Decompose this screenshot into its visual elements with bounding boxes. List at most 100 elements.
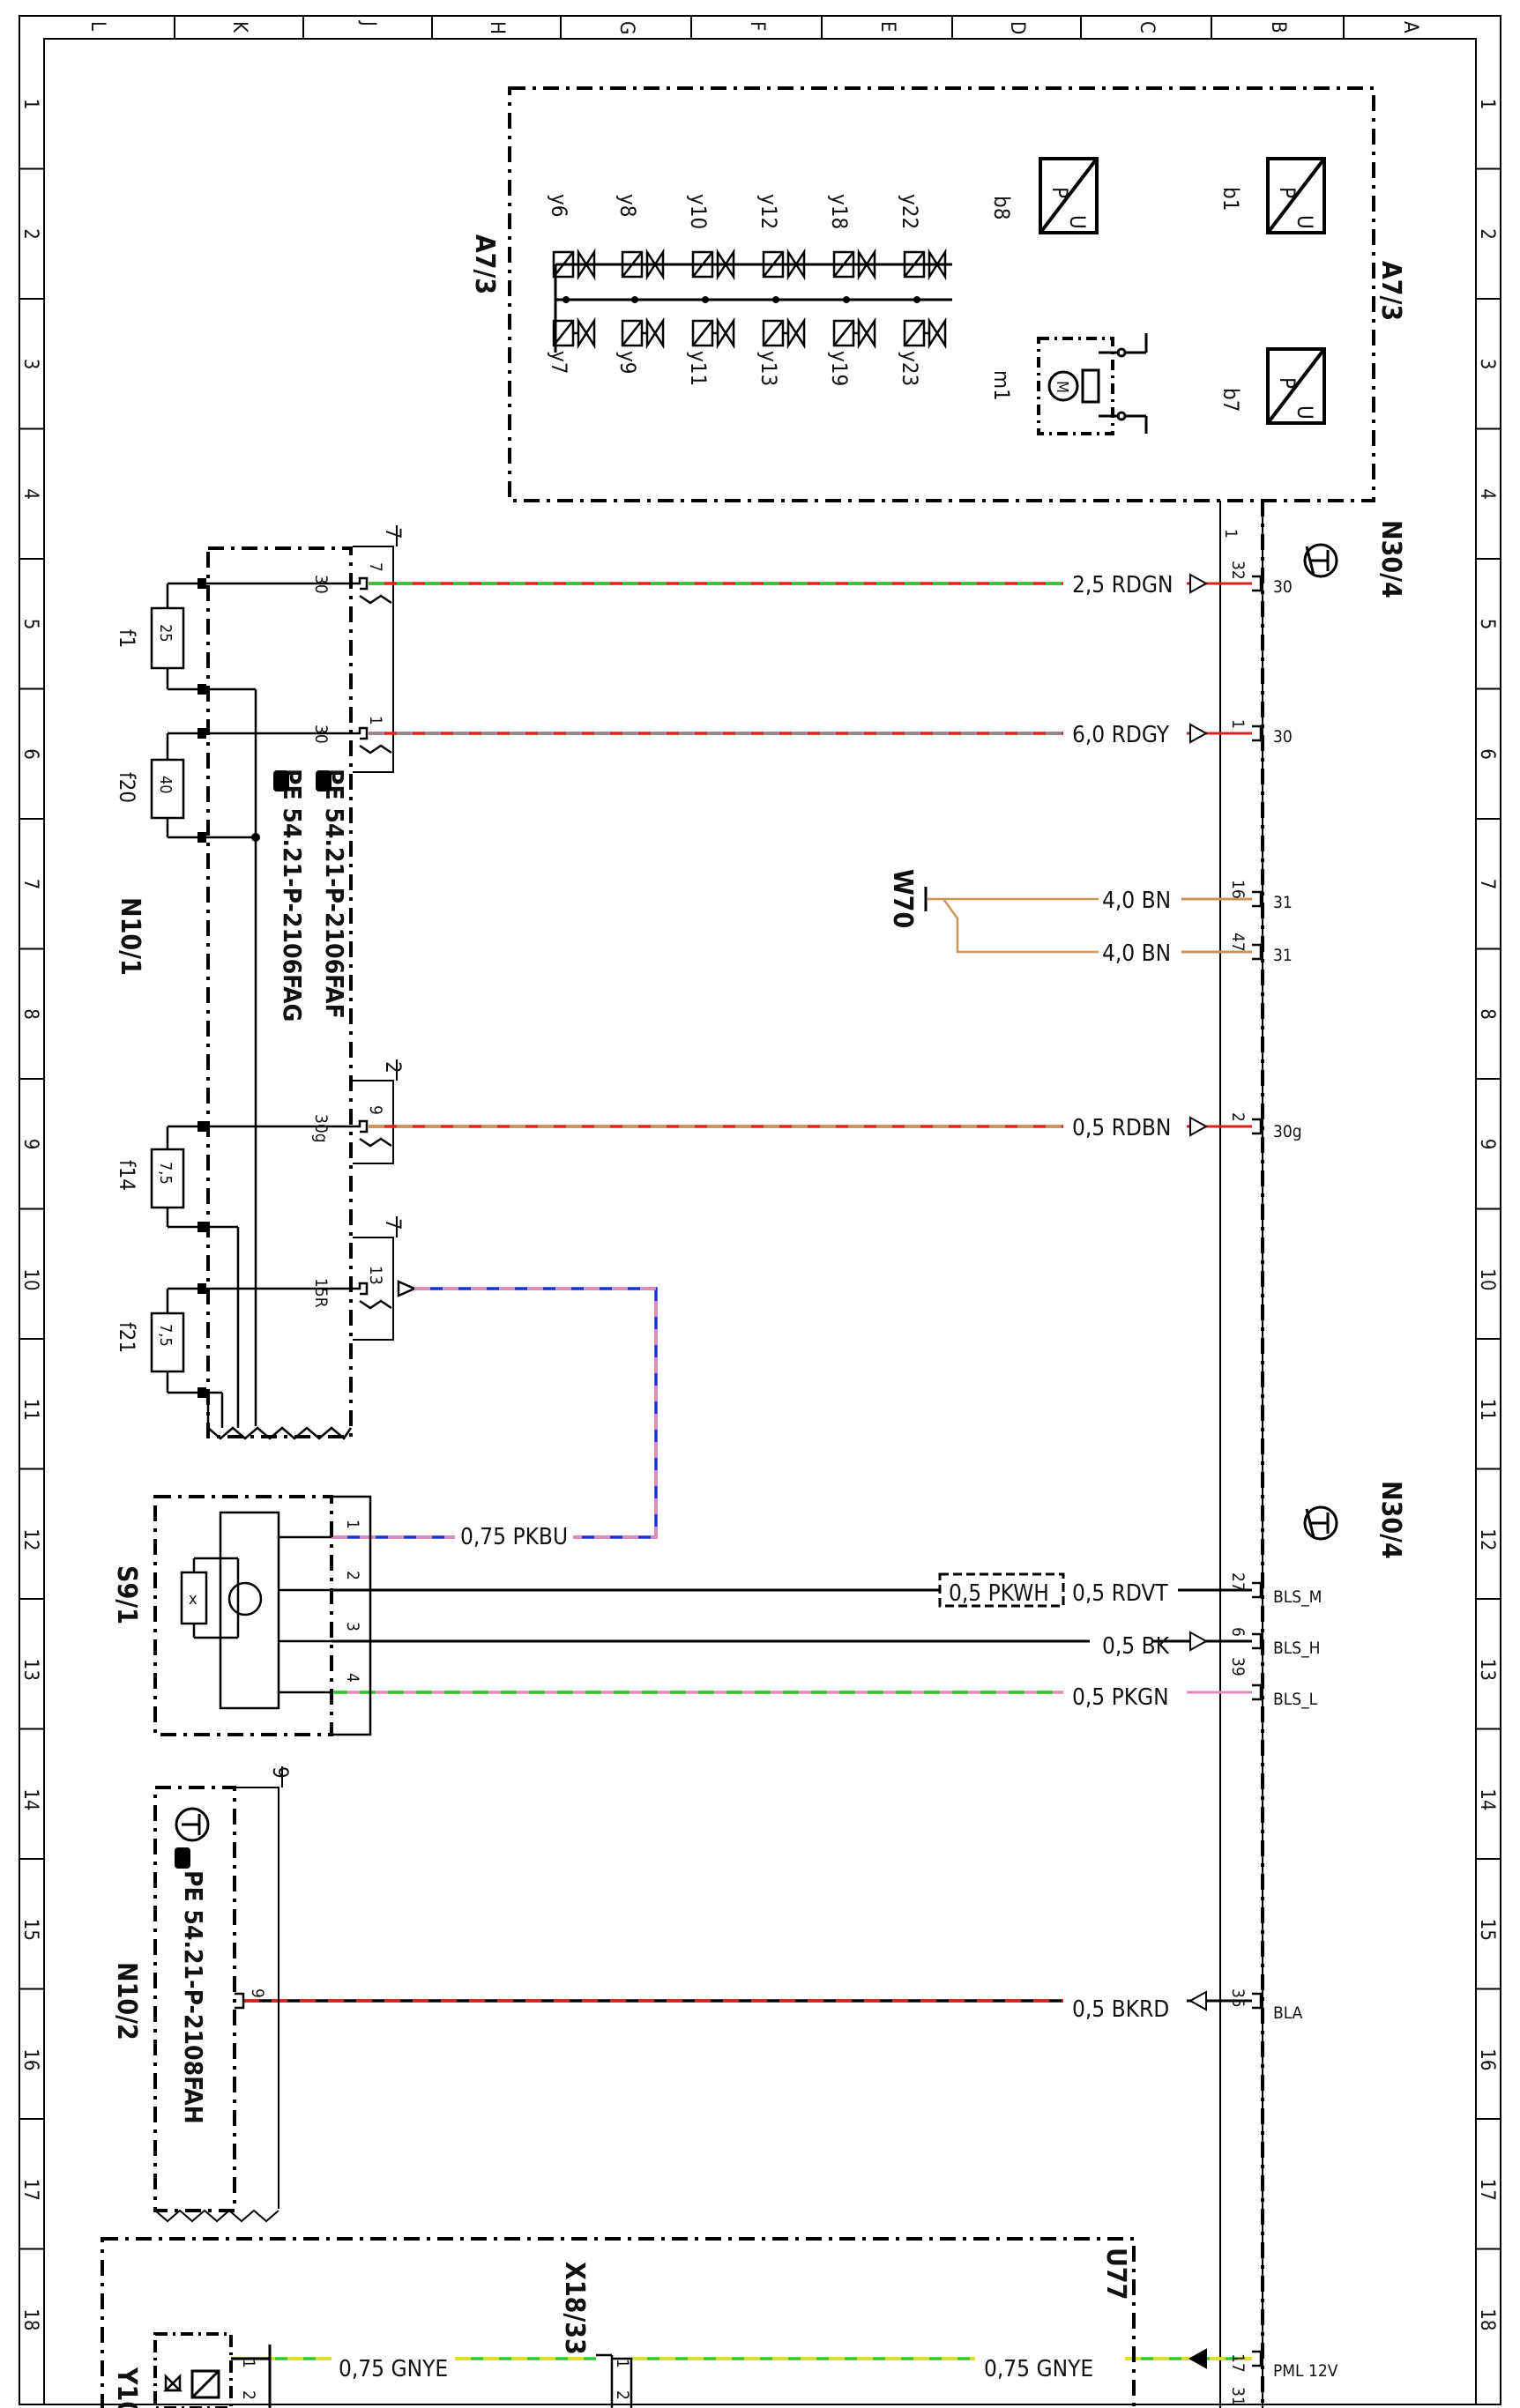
valve-top-3 <box>762 248 806 281</box>
s9-1-boundary <box>153 1495 333 1736</box>
sensor-b7-u: U <box>1293 405 1317 420</box>
valve-body <box>716 248 735 281</box>
pin-1: 1 <box>1228 719 1248 729</box>
valve-top-4 <box>832 248 876 281</box>
a7-3-label-left: A7/3 <box>469 234 500 294</box>
arrow-rdgy <box>1189 723 1209 744</box>
crimp-rdgy <box>1252 725 1263 742</box>
valve-body <box>928 248 947 281</box>
w70-ground <box>928 897 1099 954</box>
term-pml-12v: PML 12V <box>1273 2361 1338 2381</box>
grid-label-right: 13 <box>1476 1659 1498 1681</box>
n10-1-terminal-3: 30g <box>311 1114 331 1143</box>
sensor-b1-u: U <box>1293 215 1317 229</box>
n10-1-boundary <box>206 546 353 1438</box>
grid-label-left: 12 <box>19 1528 41 1550</box>
fuse-f14-label: f14 <box>115 1160 139 1191</box>
valve-top-5 <box>903 248 947 281</box>
term-bla: BLA <box>1273 2003 1303 2023</box>
n10-1-terminal-4: 15R <box>311 1278 331 1308</box>
n10-1-connector-code-3: 7 <box>381 1218 406 1230</box>
valve-body <box>928 316 947 350</box>
valve-node <box>772 296 779 303</box>
valve-coil-diag <box>692 251 713 278</box>
grid-label-left: 17 <box>19 2179 41 2201</box>
inner-frame <box>43 38 1477 2405</box>
grid-label-right: 14 <box>1476 1788 1498 1810</box>
grid-label-right: 5 <box>1476 619 1498 630</box>
valve-body <box>577 248 596 281</box>
sensor-b8-p: P <box>1047 187 1072 198</box>
pin-32: 32 <box>1228 561 1248 580</box>
y10-pin-2: 2 <box>239 2390 258 2400</box>
n30-4-bus <box>1219 501 1264 2408</box>
pin-39: 39 <box>1228 1657 1248 1676</box>
term-bls-h: BLS_H <box>1273 1639 1321 1658</box>
valve-label-bottom: y13 <box>756 351 781 386</box>
grid-label-left: 2 <box>19 228 41 240</box>
wire-label-bn-2: 4,0 BN <box>1102 940 1171 967</box>
grid-label-top: J <box>357 19 379 26</box>
grid-label-top: E <box>876 21 898 33</box>
sensor-b7 <box>1266 347 1326 425</box>
valve-body <box>786 248 806 281</box>
grid-label-right: 8 <box>1476 1008 1498 1020</box>
valve-coil-diag <box>553 251 574 278</box>
grid-label-top: B <box>1267 21 1289 33</box>
fuse-f1-label: f1 <box>115 629 139 648</box>
sensor-b1 <box>1266 157 1326 234</box>
term-31-b: 31 <box>1273 946 1293 965</box>
term-31-a: 31 <box>1273 893 1293 912</box>
n30-4-label-top: N30/4 <box>1375 520 1406 598</box>
n30-4-label-mid: N30/4 <box>1375 1481 1406 1559</box>
pin-27: 27 <box>1228 1572 1248 1592</box>
sensor-b7-label: b7 <box>1218 388 1243 412</box>
arrow-rdbn <box>1189 1116 1209 1137</box>
pin-47: 47 <box>1228 933 1248 952</box>
wire-label-bn-1: 4,0 BN <box>1102 888 1171 914</box>
crimp-bkrd <box>1252 1992 1263 2010</box>
grid-label-top: L <box>86 21 108 31</box>
crimp-bn-1 <box>1252 890 1263 908</box>
grid-label-top: H <box>486 21 508 34</box>
pin-16: 16 <box>1228 880 1248 899</box>
pe-hand-icon-2 <box>273 770 289 792</box>
wire-label-rdgn: 2,5 RDGN <box>1072 572 1174 598</box>
valve-body <box>645 248 665 281</box>
n10-2-sensor-symbol <box>175 1807 210 1842</box>
crimp-rdbn <box>1252 1118 1263 1135</box>
x18-33-pin-1: 1 <box>613 2359 632 2368</box>
valve-coil-diag <box>692 320 713 346</box>
term-30g: 30g <box>1273 1122 1302 1141</box>
grid-label-right: 10 <box>1476 1268 1498 1290</box>
sensor-b7-p: P <box>1275 377 1300 389</box>
valve-top-2 <box>691 248 735 281</box>
motor-symbol: M <box>1053 381 1071 393</box>
pe-reference-3: PE 54.21-P-2108FAH <box>179 1870 208 2124</box>
crimp-n10-2 <box>235 1992 245 2010</box>
valve-label-bottom: y11 <box>686 351 711 386</box>
sensor-b8-u: U <box>1065 215 1090 229</box>
valve-body <box>645 316 665 350</box>
valve-coil-diag <box>904 251 925 278</box>
term-bls-l: BLS_L <box>1273 1690 1318 1709</box>
x18-33-pin-2: 2 <box>613 2390 632 2400</box>
n10-1-connectors <box>353 576 418 1310</box>
u77-boundary <box>101 2237 1136 2408</box>
n10-1-pin-1: 7 <box>366 562 385 572</box>
valve-body <box>857 316 876 350</box>
wire-label-gnye-left: 0,75 GNYE <box>339 2356 448 2382</box>
grid-label-left: 6 <box>19 748 41 760</box>
valve-body <box>857 248 876 281</box>
valve-coil-diag <box>833 320 854 346</box>
sensor-b1-label: b1 <box>1218 187 1243 211</box>
valve-coil-diag <box>763 320 784 346</box>
y10-valve-icon <box>162 2373 183 2392</box>
pe-hand-icon-3 <box>175 1847 190 1869</box>
valve-label-bottom: y9 <box>615 351 640 375</box>
sensor-b1-p: P <box>1275 187 1300 198</box>
n10-2-pin: 9 <box>248 1988 267 1998</box>
n10-1-brackets <box>353 525 398 1341</box>
